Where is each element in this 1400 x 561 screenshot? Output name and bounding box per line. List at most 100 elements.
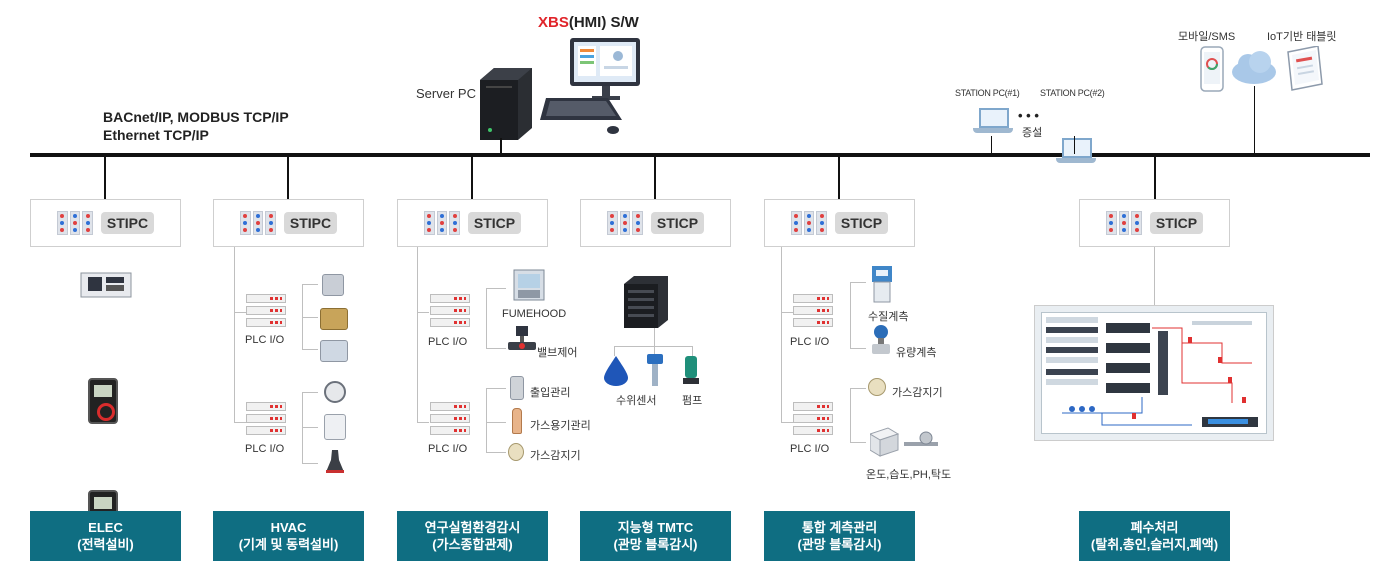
measure-sub-branch	[850, 442, 866, 443]
hvac-branch-2	[234, 422, 246, 423]
cloud-icon	[1230, 50, 1278, 86]
pump-icon	[682, 356, 700, 386]
hvac-tree-trunk	[234, 247, 235, 422]
station-pc-1-link	[991, 136, 992, 154]
category-button-hvac[interactable]: HVAC (기계 및 동력설비)	[213, 511, 364, 561]
category-button-wastewater[interactable]: 폐수처리 (탈취,총인,슬러지,폐액)	[1079, 511, 1230, 561]
drop-line-1	[104, 157, 106, 199]
hvac-sub-branch	[302, 349, 318, 350]
plc-label: PLC I/O	[245, 443, 285, 455]
controller-module-icon	[790, 211, 827, 235]
water-quality-label: 수질계측	[868, 311, 909, 323]
hvac-branch-1	[234, 312, 246, 313]
gas-cylinder-icon	[512, 408, 522, 434]
plc-rack-icon	[246, 402, 286, 435]
gas-detector-icon	[508, 443, 524, 461]
protocol-line-2: Ethernet TCP/IP	[103, 127, 209, 143]
measure-sub-branch	[850, 388, 866, 389]
water-drop-icon	[604, 356, 628, 386]
gas-detector-label: 가스감지기	[530, 450, 581, 462]
category-button-lab[interactable]: 연구실험환경감시 (가스종합관제)	[397, 511, 548, 561]
drop-line-6	[1154, 157, 1156, 199]
measure-sub-trunk-2	[850, 388, 851, 442]
env-sensor-label: 온도,습도,PH,탁도	[866, 469, 952, 481]
button-line-2: (기계 및 동력설비)	[238, 537, 339, 552]
gas-cylinder-label: 가스용기관리	[530, 420, 591, 432]
controller-box-lab[interactable]: STICP	[397, 199, 548, 247]
controller-module-icon	[1105, 211, 1142, 235]
button-line-2: (관망 블록감시)	[797, 537, 882, 552]
plc-rack-icon	[793, 294, 833, 327]
button-line-1: 통합 계측관리	[801, 520, 878, 535]
hvac-sub-branch	[302, 463, 318, 464]
controller-box-hvac[interactable]: STIPC	[213, 199, 364, 247]
station-pc-2-link	[1074, 136, 1075, 154]
measure-sub-trunk-1	[850, 282, 851, 348]
lab-branch-2	[417, 422, 429, 423]
protocol-line-1: BACnet/IP, MODBUS TCP/IP	[103, 109, 289, 125]
controller-label: STICP	[834, 212, 889, 234]
power-panel-icon	[80, 272, 132, 298]
wastewater-scada-screen	[1034, 305, 1274, 441]
drop-line-2	[287, 157, 289, 199]
drop-line-5	[838, 157, 840, 199]
controller-module-icon	[56, 211, 93, 235]
controller-box-tmtc[interactable]: STICP	[580, 199, 731, 247]
station-pc-1-label: STATION PC(#1)	[955, 88, 1020, 98]
mobile-sms-label: 모바일/SMS	[1178, 31, 1236, 43]
lab-sub-branch	[486, 452, 506, 453]
hvac-sub-branch	[302, 427, 318, 428]
pump-label: 펌프	[682, 395, 703, 407]
fan-coil-unit-icon	[324, 414, 346, 440]
plc-label: PLC I/O	[790, 443, 830, 455]
button-line-2: (탈취,총인,슬러지,폐액)	[1090, 537, 1219, 552]
controller-box-elec[interactable]: STIPC	[30, 199, 181, 247]
flow-meter-icon	[870, 324, 892, 356]
fumehood-icon	[512, 268, 546, 302]
tmtc-leg	[692, 346, 693, 356]
server-pc-label: Server PC	[416, 86, 476, 101]
category-button-elec[interactable]: ELEC (전력설비)	[30, 511, 181, 561]
station-pc-2-label: STATION PC(#2)	[1040, 88, 1105, 98]
controller-module-icon	[239, 211, 276, 235]
hmi-software-title: XBS(HMI) S/W	[538, 14, 639, 31]
level-sensor-icon	[646, 354, 664, 386]
station-pc-1-laptop-icon	[973, 108, 1013, 138]
iot-tablet-label: IoT기반 태블릿	[1267, 31, 1337, 43]
plc-label: PLC I/O	[790, 336, 830, 348]
tmtc-drop	[654, 328, 655, 346]
gas-detector-label: 가스감지기	[892, 387, 943, 399]
valve-icon	[508, 326, 536, 356]
plc-label: PLC I/O	[428, 336, 468, 348]
measure-branch-2	[781, 422, 793, 423]
hmi-monitor-icon	[568, 36, 644, 104]
valve-control-label: 밸브제어	[537, 347, 578, 359]
expand-label: 증설	[1022, 127, 1043, 139]
ellipsis-dots: • • •	[1018, 108, 1039, 123]
button-line-1: 지능형 TMTC	[617, 520, 694, 535]
access-control-label: 출입관리	[530, 387, 571, 399]
compressor-icon	[320, 308, 348, 330]
env-sensor-icon	[868, 426, 944, 460]
controller-label: STIPC	[100, 212, 155, 234]
plc-rack-icon	[430, 294, 470, 327]
hvac-sub-trunk-2	[302, 392, 303, 464]
controller-box-measure[interactable]: STICP	[764, 199, 915, 247]
controller-box-wastewater[interactable]: STICP	[1079, 199, 1230, 247]
tmtc-leg	[614, 346, 615, 356]
category-button-measure[interactable]: 통합 계측관리 (관망 블록감시)	[764, 511, 915, 561]
hvac-sub-branch	[302, 317, 318, 318]
lab-sub-branch	[486, 422, 506, 423]
lab-sub-trunk-1	[486, 288, 487, 348]
smartphone-icon	[1200, 46, 1224, 92]
fan-icon	[324, 381, 346, 403]
button-line-2: (가스종합관제)	[432, 537, 513, 552]
category-button-tmtc[interactable]: 지능형 TMTC (관망 블록감시)	[580, 511, 731, 561]
scada-display	[1041, 312, 1267, 434]
measure-sub-branch	[850, 282, 866, 283]
plc-rack-icon	[430, 402, 470, 435]
controller-label: STICP	[467, 212, 522, 234]
button-line-1: 연구실험환경감시	[424, 520, 521, 535]
fumehood-label: FUMEHOOD	[502, 308, 567, 320]
wastewater-drop	[1154, 247, 1155, 305]
